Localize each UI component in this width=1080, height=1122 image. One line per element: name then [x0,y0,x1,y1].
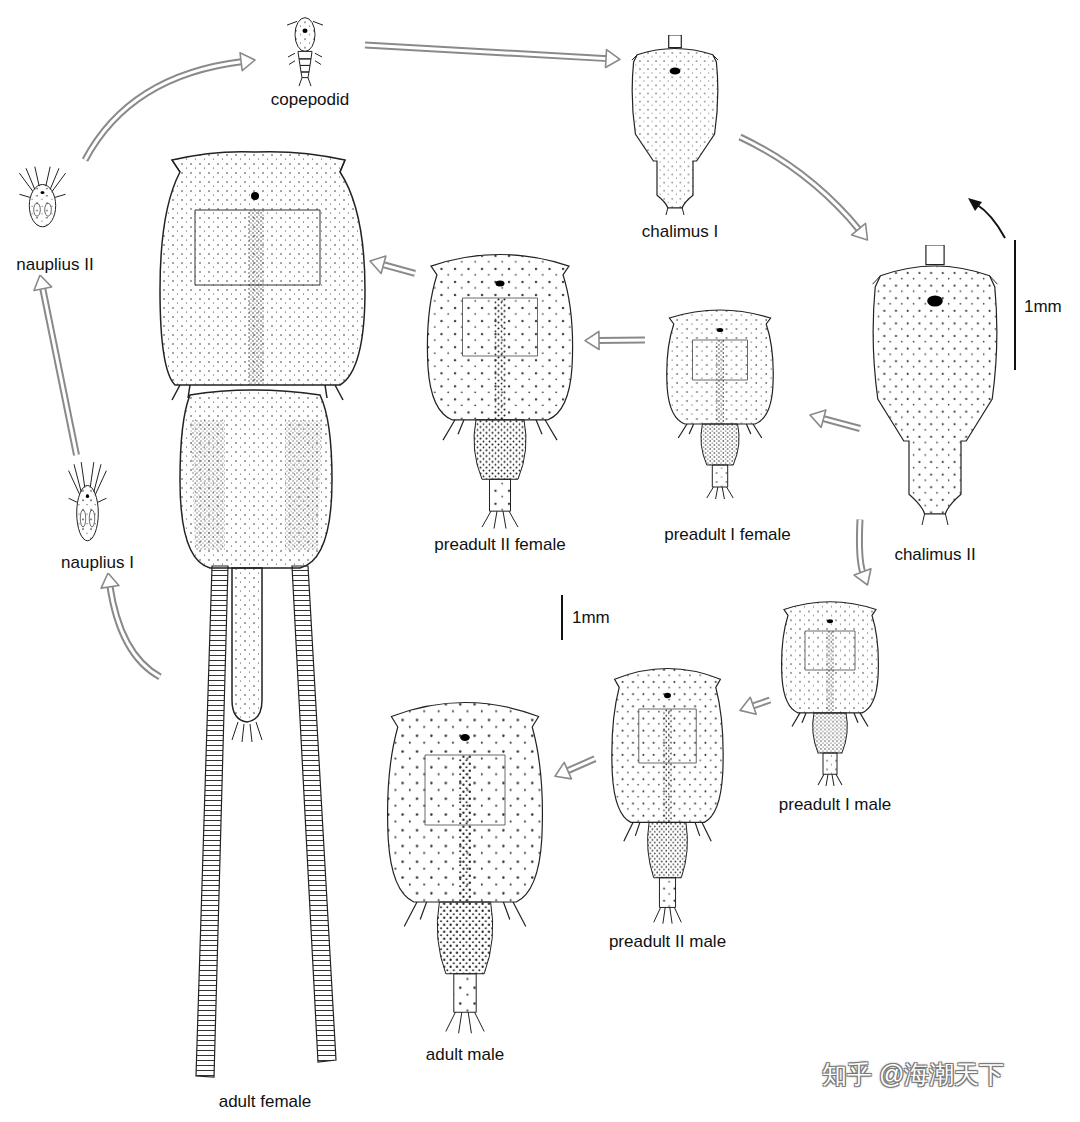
adult-male-figure [388,703,543,1034]
adult-stage: adult female [160,145,370,1112]
preadult-figure [782,602,879,786]
adult-female-figure [160,152,365,1077]
copepodid-figure [287,18,323,86]
stage-label: adult female [217,1092,314,1112]
stage-label: preadult I male [777,795,893,815]
scale-label: 1mm [1024,297,1062,317]
molt-arrow [968,198,1005,238]
preadult-stage: preadult II male [595,650,740,952]
stage-arrow [34,275,77,455]
preadult-stage: preadult I male [770,585,900,815]
chalimus-figure [873,245,998,525]
stage-arrow [740,137,868,240]
stage-label: preadult II male [607,932,728,952]
adult-stage: adult male [375,680,555,1065]
copepodid-stage: copepodid [255,10,365,110]
stage-label: adult male [424,1045,506,1065]
nauplius-figure [19,167,65,227]
stage-label: nauplius II [14,255,96,275]
stage-arrow [365,45,620,68]
preadult-figure [427,255,572,529]
stage-label: preadult II female [432,535,567,555]
scale-label: 1mm [572,608,610,628]
stage-label: nauplius I [59,553,136,573]
stage-arrow [585,331,645,349]
nauplius-stage: nauplius II [5,160,105,275]
preadult-stage: preadult I female [645,295,810,545]
nauplius-stage: nauplius I [45,455,150,573]
scale-bar [1014,240,1016,370]
stage-arrow [810,410,860,429]
stage-label: preadult I female [662,525,793,545]
stage-arrow [85,53,255,160]
preadult-stage: preadult II female [415,235,585,555]
preadult-figure [667,310,773,499]
stage-arrow [555,759,595,779]
chalimus-stage: chalimus II [860,240,1010,565]
stage-label: copepodid [269,90,351,110]
stage-label: chalimus II [892,545,977,565]
stage-arrow [740,697,770,714]
stage-arrow [854,520,871,586]
chalimus-figure [632,35,718,215]
stage-label: chalimus I [640,222,721,242]
chalimus-stage: chalimus I [620,32,740,242]
nauplius-figure [69,462,107,541]
stage-arrow [101,573,160,677]
watermark: 知乎 @海潮天下 [822,1058,1004,1091]
preadult-figure [612,669,723,924]
scale-bar [561,595,563,640]
stage-arrow [370,256,415,273]
